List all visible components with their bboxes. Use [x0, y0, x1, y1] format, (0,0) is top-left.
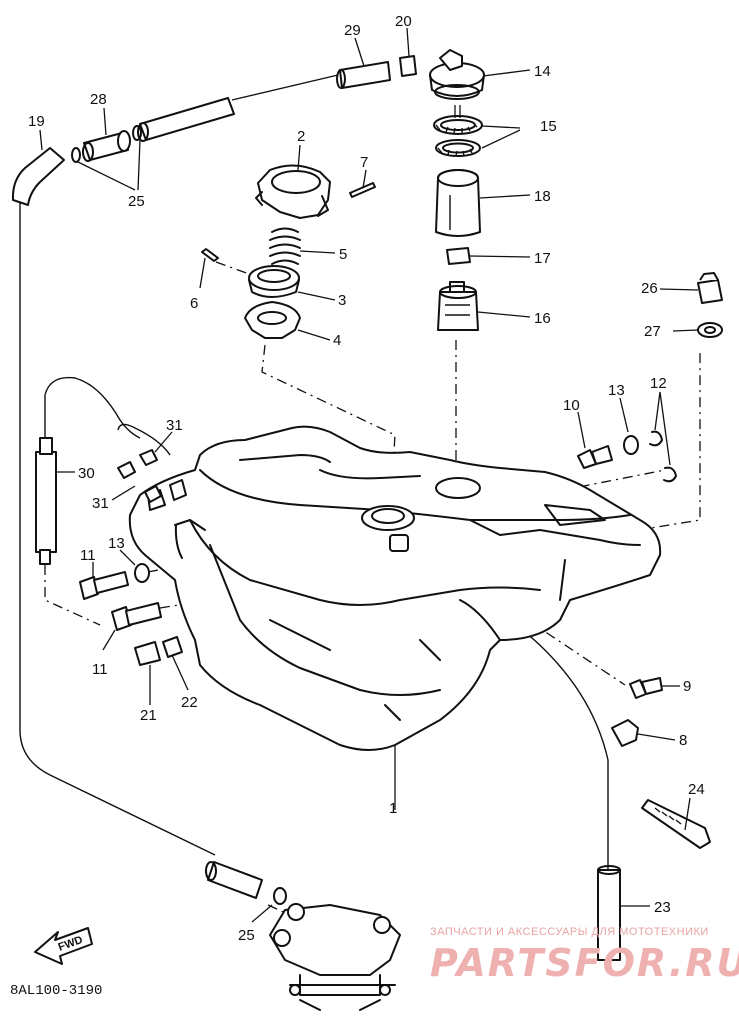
washer-13-left	[134, 563, 150, 583]
callout-10: 10	[563, 397, 580, 414]
damper-8	[611, 719, 639, 747]
pin-7	[349, 182, 376, 198]
callout-1: 1	[389, 800, 397, 817]
callout-14: 14	[534, 63, 551, 80]
vent-hose-loop	[44, 376, 141, 440]
strainer-16	[437, 281, 479, 331]
callout-20: 20	[395, 13, 412, 30]
clip-25-b	[132, 125, 142, 141]
callout-13-left: 13	[108, 535, 125, 552]
callout-22: 22	[181, 694, 198, 711]
fuel-pump-unit	[269, 903, 401, 1011]
clip-17	[446, 247, 471, 265]
callout-5: 5	[339, 246, 347, 263]
callout-12: 12	[650, 375, 667, 392]
washer-27	[697, 322, 723, 338]
callout-31-bottom: 31	[92, 495, 109, 512]
callout-3: 3	[338, 292, 346, 309]
hose-line-left	[19, 200, 216, 856]
filler-cap	[255, 164, 331, 219]
cap-21	[134, 641, 161, 666]
fwd-arrow-icon: FWD	[34, 927, 93, 965]
clip-25-c	[273, 887, 287, 905]
hose-29	[336, 61, 391, 89]
diagram-code: 8AL100-3190	[10, 983, 102, 999]
callout-21: 21	[140, 707, 157, 724]
callout-24: 24	[688, 781, 705, 798]
callout-28: 28	[90, 91, 107, 108]
clip-22	[162, 636, 183, 658]
callout-2: 2	[297, 128, 305, 145]
cap-holder	[244, 301, 301, 339]
bolt-11-a	[79, 571, 129, 600]
axis-25-lower	[267, 904, 291, 916]
clamp-20	[399, 55, 417, 77]
callout-27: 27	[644, 323, 661, 340]
clip-12-a	[649, 430, 663, 447]
callout-29: 29	[344, 22, 361, 39]
clamp-31-b	[139, 449, 158, 466]
callout-15: 15	[540, 118, 557, 135]
callout-11-b: 11	[92, 661, 108, 678]
hose-23	[597, 865, 621, 961]
callout-7: 7	[360, 154, 368, 171]
leader-lines	[39, 27, 699, 923]
cap-nut-26	[697, 272, 723, 304]
callout-4: 4	[333, 332, 341, 349]
gasket-ring	[248, 265, 300, 298]
screw-9	[629, 677, 663, 699]
hose-line-top	[231, 74, 339, 101]
hose-30	[35, 437, 57, 565]
hose-upper	[137, 97, 235, 142]
pump-ring-upper	[433, 115, 483, 135]
pin-6	[201, 248, 219, 262]
callout-25-top: 25	[128, 193, 145, 210]
loop-left	[117, 423, 171, 456]
callout-31-top: 31	[166, 417, 183, 434]
screw-10	[577, 445, 613, 469]
fuel-tank	[128, 425, 662, 751]
watermark: ЗАПЧАСТИ И АКСЕССУАРЫ ДЛЯ МОТОТЕХНИКИ PA…	[430, 926, 739, 985]
clip-12-b	[663, 466, 677, 483]
bolt-11-b	[111, 602, 162, 631]
callout-30: 30	[78, 465, 95, 482]
callout-26: 26	[641, 280, 658, 297]
callout-13-right: 13	[608, 382, 625, 399]
clip-25-a	[71, 147, 81, 163]
band-24	[641, 799, 711, 849]
axis-hose-30	[44, 565, 101, 626]
callout-19: 19	[28, 113, 45, 130]
watermark-brand: PARTSFOR.RU	[430, 941, 739, 985]
callout-23: 23	[654, 899, 671, 916]
spring	[269, 227, 301, 265]
vent-hose-right	[509, 619, 609, 870]
callout-18: 18	[534, 188, 551, 205]
callout-6: 6	[190, 295, 198, 312]
callout-16: 16	[534, 310, 551, 327]
callout-17: 17	[534, 250, 551, 267]
washer-13-right	[623, 435, 639, 455]
callouts: 1 2 3 4 5 6 7 8 9 10 11 11 12 13 13 14 1…	[28, 13, 705, 944]
pump-ring-lower	[435, 139, 481, 157]
callout-8: 8	[679, 732, 687, 749]
joint-28	[82, 130, 131, 162]
hose-19	[11, 147, 65, 206]
watermark-tagline: ЗАПЧАСТИ И АКСЕССУАРЫ ДЛЯ МОТОТЕХНИКИ	[430, 926, 709, 938]
callout-9: 9	[683, 678, 691, 695]
pump-cover-14	[429, 49, 485, 100]
axis-pin-6	[215, 261, 253, 276]
clamp-31-a	[117, 461, 136, 479]
pump-body-18	[435, 169, 481, 237]
hose-lower	[205, 861, 263, 899]
callout-25-bottom: 25	[238, 927, 255, 944]
callout-11-a: 11	[80, 547, 96, 564]
clamp-31-c	[144, 485, 162, 503]
